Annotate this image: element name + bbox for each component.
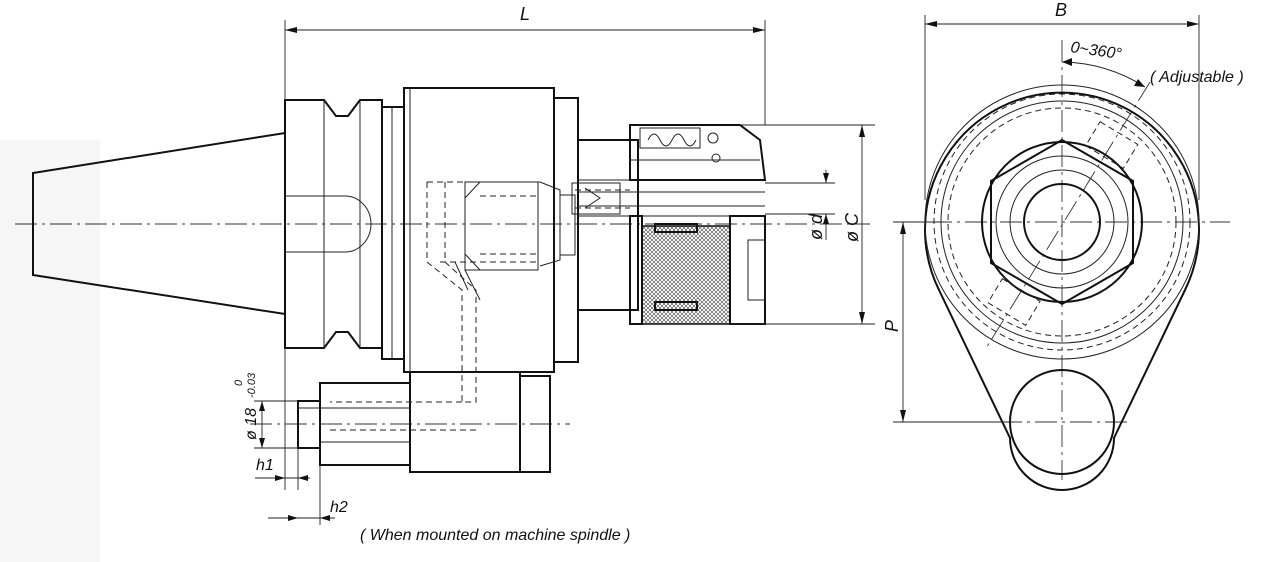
drive-arm (409, 372, 521, 473)
hex-nut (990, 138, 1134, 306)
dim-label-P: P (882, 320, 902, 332)
dim-label-h2: h2 (330, 499, 348, 516)
dim-label-C: ø C (842, 212, 862, 242)
tolerance-upper: 0 (233, 379, 245, 386)
end-view (893, 15, 1230, 491)
adjustable-label: ( Adjustable ) (1150, 69, 1244, 86)
collet-head-top (629, 124, 767, 181)
main-body (403, 87, 555, 373)
dim-label-L: L (520, 4, 530, 24)
dim-label-d: ø d (806, 213, 826, 240)
dim-label-h1: h1 (256, 457, 274, 474)
mounting-note: ( When mounted on machine spindle ) (360, 527, 630, 544)
knurled-nut (641, 225, 731, 325)
dim-label-B: B (1055, 0, 1067, 20)
dim-label-dia18: ø 18 (243, 408, 260, 440)
tolerance-lower: -0.03 (246, 372, 258, 398)
spindle-housing (577, 139, 639, 311)
rotation-axis-line (984, 81, 1151, 351)
side-view (15, 20, 875, 525)
locating-pin (297, 400, 321, 449)
background-panel (0, 140, 100, 562)
angle-label: 0~360° (1069, 39, 1123, 63)
end-body-outline (924, 91, 1200, 491)
